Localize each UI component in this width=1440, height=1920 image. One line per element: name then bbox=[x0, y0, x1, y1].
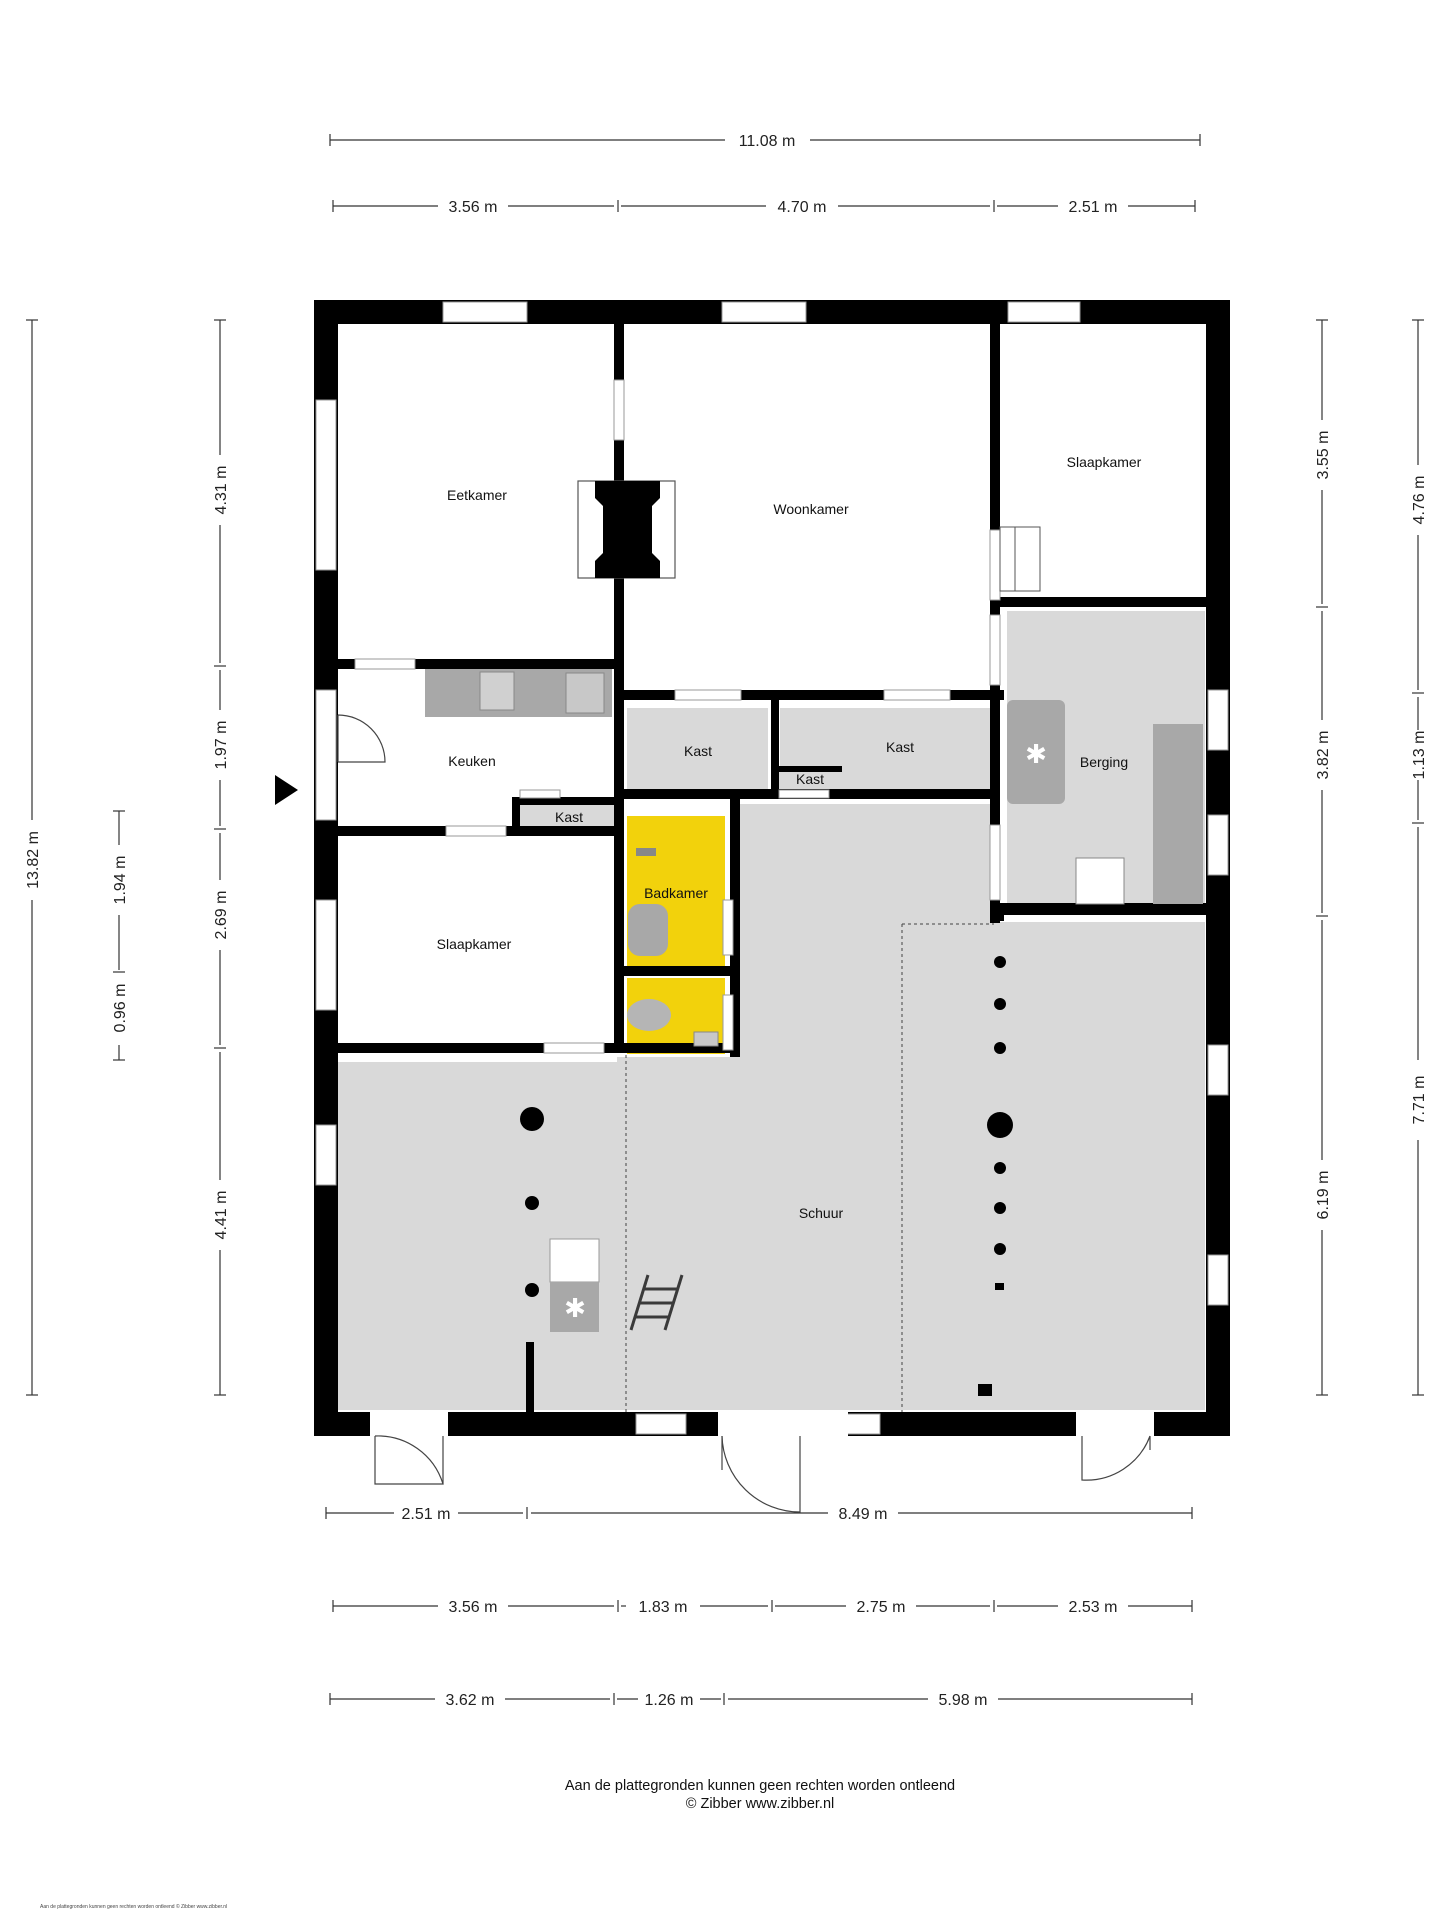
windows bbox=[315, 301, 1229, 1435]
washing-machine-icon bbox=[1075, 857, 1125, 905]
wardrobe-icon bbox=[999, 526, 1041, 592]
dim-top-total: 11.08 m bbox=[739, 133, 796, 150]
washer-icon bbox=[550, 1282, 599, 1332]
dim-bottom-3a: 3.62 m bbox=[446, 1692, 495, 1709]
room-label-schuur: Schuur bbox=[799, 1205, 844, 1221]
sink-icon bbox=[479, 671, 515, 711]
dim-bottom-3c: 5.98 m bbox=[939, 1692, 988, 1709]
dim-top-seg-1: 3.56 m bbox=[449, 199, 498, 216]
floor-kast-small bbox=[519, 803, 618, 827]
dim-left-inner-2: 0.96 m bbox=[112, 984, 129, 1033]
tap-icon bbox=[636, 848, 656, 856]
dim-right-outer-1: 4.76 m bbox=[1411, 476, 1428, 525]
washbasin-icon bbox=[628, 904, 668, 956]
svg-text:✱: ✱ bbox=[564, 1294, 586, 1324]
dim-right-seg-1: 3.55 m bbox=[1315, 431, 1332, 480]
dim-right-outer-3: 7.71 m bbox=[1411, 1076, 1428, 1125]
room-label-slaapkamer-ne: Slaapkamer bbox=[1067, 454, 1142, 470]
central-heating-icon bbox=[1007, 700, 1065, 804]
footer-small-print: Aan de plattegronden kunnen geen rechten… bbox=[40, 1903, 227, 1910]
footer-disclaimer: Aan de plattegronden kunnen geen rechten… bbox=[565, 1778, 955, 1794]
dim-bottom-2d: 2.53 m bbox=[1069, 1599, 1118, 1616]
bathroom-sink-small-icon bbox=[693, 1031, 719, 1047]
cooktop-icon bbox=[565, 672, 605, 714]
dimension-lines bbox=[26, 134, 1424, 1705]
dim-bottom-3b: 1.26 m bbox=[645, 1692, 694, 1709]
room-label-kast-4: Kast bbox=[555, 809, 583, 825]
dim-left-seg-2: 1.97 m bbox=[213, 721, 230, 770]
room-label-kast-2: Kast bbox=[886, 739, 914, 755]
floors bbox=[330, 611, 1205, 1410]
dim-right-seg-2: 3.82 m bbox=[1315, 731, 1332, 780]
room-label-badkamer: Badkamer bbox=[644, 885, 708, 901]
dim-top-seg-3: 2.51 m bbox=[1069, 199, 1118, 216]
berging-counter bbox=[1153, 724, 1203, 904]
room-label-kast-3: Kast bbox=[796, 771, 824, 787]
toilet-icon bbox=[627, 999, 671, 1031]
fixtures: ✱ ✱ bbox=[425, 480, 1203, 1332]
room-label-berging: Berging bbox=[1080, 754, 1128, 770]
dim-right-outer-2: 1.13 m bbox=[1411, 731, 1428, 780]
room-label-woonkamer: Woonkamer bbox=[773, 501, 849, 517]
dim-bottom-1b: 8.49 m bbox=[839, 1506, 888, 1523]
dim-bottom-2b: 1.83 m bbox=[639, 1599, 688, 1616]
dim-top-seg-2: 4.70 m bbox=[778, 199, 827, 216]
dim-bottom-1a: 2.51 m bbox=[402, 1506, 451, 1523]
room-label-kast-1: Kast bbox=[684, 743, 712, 759]
columns bbox=[520, 956, 1013, 1297]
dim-bottom-2a: 3.56 m bbox=[449, 1599, 498, 1616]
dim-left-seg-4: 4.41 m bbox=[213, 1191, 230, 1240]
ladder-icon bbox=[629, 1274, 684, 1331]
fireplace-icon bbox=[577, 480, 676, 579]
room-label-slaapkamer-w: Slaapkamer bbox=[437, 936, 512, 952]
floor-schuur bbox=[330, 804, 1205, 1410]
footer-copyright: © Zibber www.zibber.nl bbox=[686, 1796, 835, 1812]
dim-left-inner-1: 1.94 m bbox=[112, 856, 129, 905]
room-label-eetkamer: Eetkamer bbox=[447, 487, 507, 503]
dryer-icon bbox=[549, 1238, 600, 1283]
dim-bottom-2c: 2.75 m bbox=[857, 1599, 906, 1616]
entrance-arrow-icon bbox=[275, 775, 298, 805]
dim-left-seg-1: 4.31 m bbox=[213, 466, 230, 515]
dim-left-seg-3: 2.69 m bbox=[213, 891, 230, 940]
dim-right-seg-3: 6.19 m bbox=[1315, 1171, 1332, 1220]
room-label-keuken: Keuken bbox=[448, 753, 495, 769]
svg-text:✱: ✱ bbox=[1025, 740, 1047, 770]
doors bbox=[337, 714, 1154, 1513]
floor-kast-1 bbox=[627, 708, 768, 793]
dim-left-total: 13.82 m bbox=[25, 831, 42, 889]
